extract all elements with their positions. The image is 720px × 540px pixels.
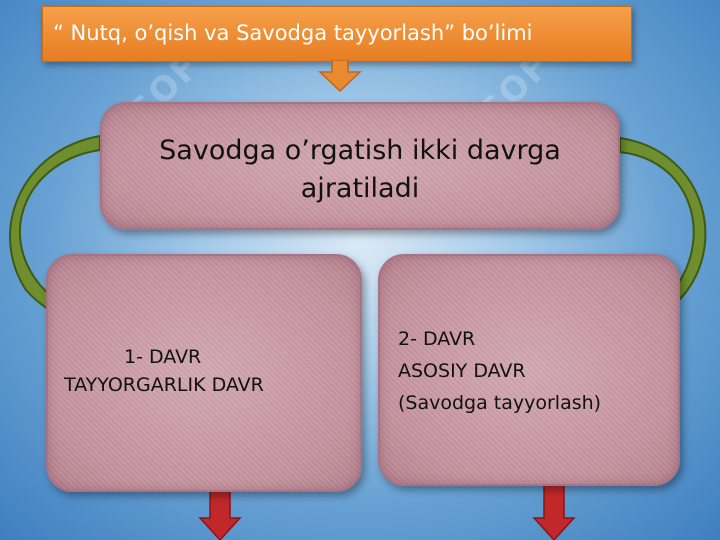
period-2-name: ASOSIY DAVR (398, 360, 526, 382)
main-statement-line: ajratiladi (300, 173, 420, 204)
main-statement-box: Savodga o’rgatish ikki davrga ajratiladi (100, 102, 620, 230)
main-statement-line: Savodga o’rgatish ikki davrga (159, 135, 561, 166)
period-2-number: 2- DAVR (398, 328, 476, 350)
down-arrow-orange-icon (318, 60, 362, 92)
main-statement: Savodga o’rgatish ikki davrga ajratiladi (102, 132, 618, 208)
section-title-banner: “ Nutq, o’qish va Savodga tayyorlash” bo… (42, 6, 632, 62)
period-1-name: TAYYORGARLIK DAVR (64, 374, 264, 396)
section-title: “ Nutq, o’qish va Savodga tayyorlash” bo… (53, 21, 533, 45)
period-2-box: 2- DAVR ASOSIY DAVR (Savodga tayyorlash) (378, 254, 680, 486)
period-1-box: 1- DAVR TAYYORGARLIK DAVR (46, 254, 362, 492)
period-2-description: (Savodga tayyorlash) (398, 392, 602, 414)
period-1-number: 1- DAVR (124, 346, 202, 368)
